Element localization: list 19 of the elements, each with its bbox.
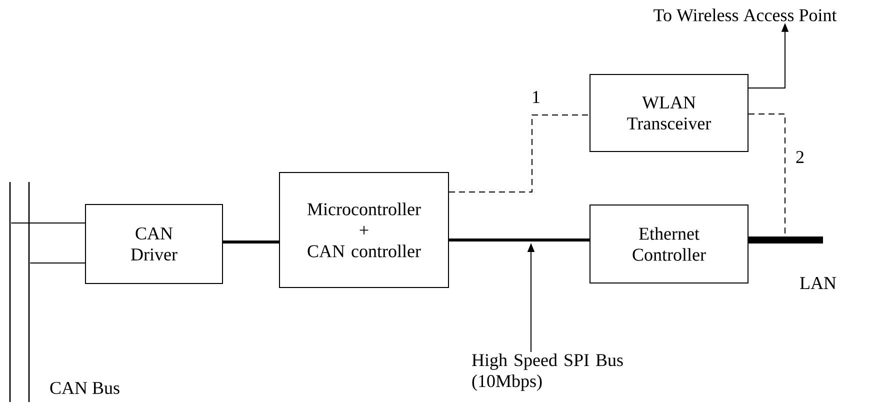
controller-box: Microcontroller + CAN controller	[279, 172, 449, 288]
edge-label: 2	[794, 150, 806, 164]
connector-line	[10, 222, 86, 224]
connector-line	[748, 114, 786, 236]
text-label: CAN Bus	[50, 382, 120, 394]
text-label: LAN	[800, 277, 836, 289]
connector-line	[30, 262, 86, 264]
bus-line	[28, 182, 30, 402]
connector-line	[449, 238, 590, 242]
connector-line	[748, 236, 823, 244]
edge-label: 1	[530, 90, 542, 104]
connector-line	[448, 114, 590, 192]
transceiver-box: WLAN Transceiver	[590, 74, 748, 152]
bus-line	[9, 182, 11, 402]
connector-line	[223, 240, 279, 244]
controller-box: Ethernet Controller	[590, 204, 748, 284]
access-point-label: To Wireless Access Point	[654, 8, 837, 22]
bus-label: High Speed SPI Bus (10Mbps)	[472, 354, 623, 391]
driver-box: CAN Driver	[85, 204, 223, 284]
